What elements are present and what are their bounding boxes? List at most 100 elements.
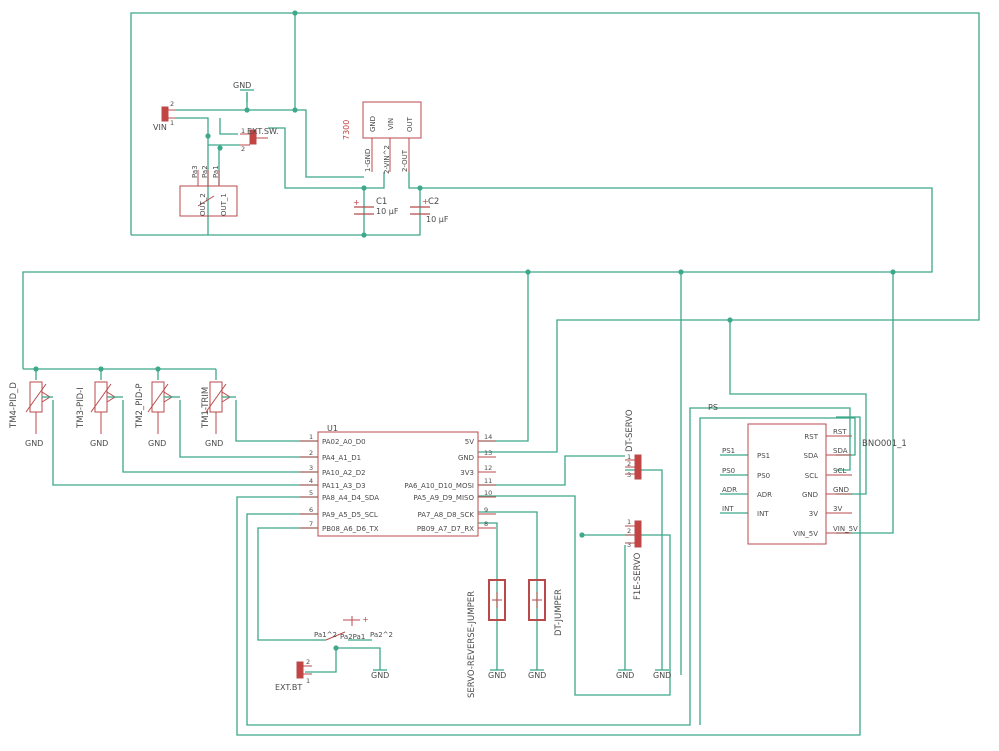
switch-pin-pa3: Pa3	[191, 165, 199, 178]
mcu-pin-label-12: 3V3	[460, 469, 474, 477]
regulator-name: 7300	[342, 120, 351, 140]
mcu-pin-num-5: 5	[309, 489, 313, 497]
regulator-pinlabel-gnd: 1-GND	[364, 149, 372, 172]
bno-pin-vin_5v: VIN_5V	[793, 530, 818, 538]
ext-sw-label: EXT.SW.	[247, 127, 279, 136]
bno-pin-3v: 3V	[809, 510, 818, 518]
trimpot-tm2: TM2_PID-P GND	[135, 381, 180, 448]
f1e-servo-name: F1E-SERVO	[633, 552, 643, 600]
f1e-servo-pin1: 1	[627, 518, 631, 526]
mcu-pin-label-9: PA7_A8_D8_SCK	[417, 511, 474, 519]
bno-pin-rst: RST	[804, 433, 818, 441]
net-wires	[22, 12, 980, 736]
bno-net-scl: SCL	[833, 467, 846, 475]
mcu-pin-label-7: PB08_A6_D6_TX	[322, 525, 379, 533]
switch-out-1: OUT_1	[220, 193, 228, 216]
mcu-pin-num-8: 8	[484, 520, 488, 528]
vin-label: VIN	[153, 123, 167, 132]
svg-text:+: +	[362, 615, 369, 624]
tm1-gnd: GND	[205, 439, 223, 448]
svg-text:2: 2	[241, 145, 245, 153]
mcu-pin-label-13: GND	[458, 454, 474, 462]
bno-net-gnd: GND	[833, 486, 849, 494]
mcu-name: U1	[327, 424, 338, 433]
vin-connector: 2 1 VIN	[153, 100, 176, 132]
bno-pin-ps1: PS1	[757, 452, 770, 460]
dt-servo-pin2: 2	[627, 460, 631, 468]
mcu-left-pins: 1PA02_A0_D02PA4_A1_D13PA10_A2_D24PA11_A3…	[300, 433, 379, 533]
bno-name: BNO001_1	[862, 439, 907, 449]
gnd-symbol-top: GND	[233, 81, 254, 102]
ext-bt-pin1: 1	[306, 677, 310, 685]
power-switch: Pa3 Pa2 Pa1 OUT_2 OUT_1	[179, 165, 238, 217]
bno-pin-sda: SDA	[804, 452, 819, 460]
bt-switch-pa2pa1: Pa2Pa1	[340, 633, 365, 641]
bno-net-adr: ADR	[722, 486, 737, 494]
mcu-pin-num-13: 13	[484, 449, 492, 457]
gnd-label-2: GND	[528, 671, 546, 680]
dt-jumper-name: DT-JUMPER	[554, 589, 564, 636]
dt-servo-name: DT-SERVO	[625, 409, 635, 452]
trimpot-tm3: TM3-PID-I GND	[76, 381, 123, 448]
tm2-gnd: GND	[148, 439, 166, 448]
tm3-name: TM3-PID-I	[76, 387, 86, 429]
capacitor-c2: + C2 10 µF	[410, 197, 449, 224]
bt-switch-pa1: Pa1^2	[314, 631, 337, 639]
mcu-pin-num-14: 14	[484, 433, 492, 441]
mcu-pin-num-10: 10	[484, 489, 492, 497]
mcu-pin-label-4: PA11_A3_D3	[322, 482, 366, 490]
bno-net-ps1: PS1	[722, 447, 735, 455]
trimpot-tm4: TM4-PID_D GND	[9, 381, 53, 448]
mcu-pin-num-12: 12	[484, 464, 492, 472]
mcu-pin-num-7: 7	[309, 520, 313, 528]
mcu-pin-label-1: PA02_A0_D0	[322, 438, 366, 446]
svg-text:2: 2	[170, 100, 174, 108]
ext-switch-connector: 1 2 EXT.SW.	[240, 127, 279, 153]
mcu-pin-label-6: PA9_A5_D5_SCL	[322, 511, 378, 519]
regulator-pin-out: OUT	[406, 116, 414, 132]
svg-text:+: +	[422, 197, 429, 206]
dt-servo-connector: 1 2 3 DT-SERVO	[625, 409, 642, 480]
mcu-pin-num-2: 2	[309, 449, 313, 457]
tm1-name: TM1-TRIM	[201, 387, 211, 429]
switch-pin-pa1: Pa1	[212, 165, 220, 178]
ps-net-label: PS	[708, 403, 718, 412]
capacitor-c1: + C1 10 µF	[353, 197, 399, 216]
switch-pin-pa2: Pa2	[201, 165, 209, 178]
gnd-label-0: GND	[371, 671, 389, 680]
bno-pin-int: INT	[757, 510, 769, 518]
bno-net-ps0: PS0	[722, 467, 735, 475]
f1e-servo-pin2: 2	[627, 527, 631, 535]
bno-pin-adr: ADR	[757, 491, 772, 499]
mcu-pin-label-8: PB09_A7_D7_RX	[417, 525, 474, 533]
mcu-pin-num-4: 4	[309, 477, 313, 485]
mcu-pin-label-11: PA6_A10_D10_MOSI	[404, 482, 474, 490]
mcu-pin-num-1: 1	[309, 433, 313, 441]
bno-pin-scl: SCL	[805, 472, 818, 480]
bno-net-sda: SDA	[833, 447, 848, 455]
gnd-label-1: GND	[488, 671, 506, 680]
gnd-label-3: GND	[616, 671, 634, 680]
bno-net-3v: 3V	[833, 505, 842, 513]
tm3-gnd: GND	[90, 439, 108, 448]
bt-switch-pa2: Pa2^2	[370, 631, 393, 639]
regulator-pinlabel-out: 2-OUT	[401, 149, 409, 172]
gnd-top-label: GND	[233, 81, 251, 90]
mcu-pin-label-10: PA5_A9_D9_MISO	[413, 494, 474, 502]
svg-text:1: 1	[170, 119, 174, 127]
mcu-pin-label-3: PA10_A2_D2	[322, 469, 366, 477]
mcu-pin-num-9: 9	[484, 506, 488, 514]
servo-reverse-jumper-name: SERVO-REVERSE-JUMPER	[467, 591, 477, 698]
f1e-servo-pin3: 3	[627, 541, 631, 549]
mcu-right-pins: 145V13GND123V311PA6_A10_D10_MOSI10PA5_A9…	[404, 433, 496, 533]
switch-out-2: OUT_2	[199, 193, 207, 216]
mcu-pin-num-11: 11	[484, 477, 492, 485]
bno-net-vin_5v: VIN_5V	[833, 525, 858, 533]
regulator-pinlabel-vin: 2-VIN^2	[383, 145, 391, 174]
bno-net-int: INT	[722, 505, 734, 513]
bno-net-rst: RST	[833, 428, 847, 436]
bno-pin-gnd: GND	[802, 491, 818, 499]
